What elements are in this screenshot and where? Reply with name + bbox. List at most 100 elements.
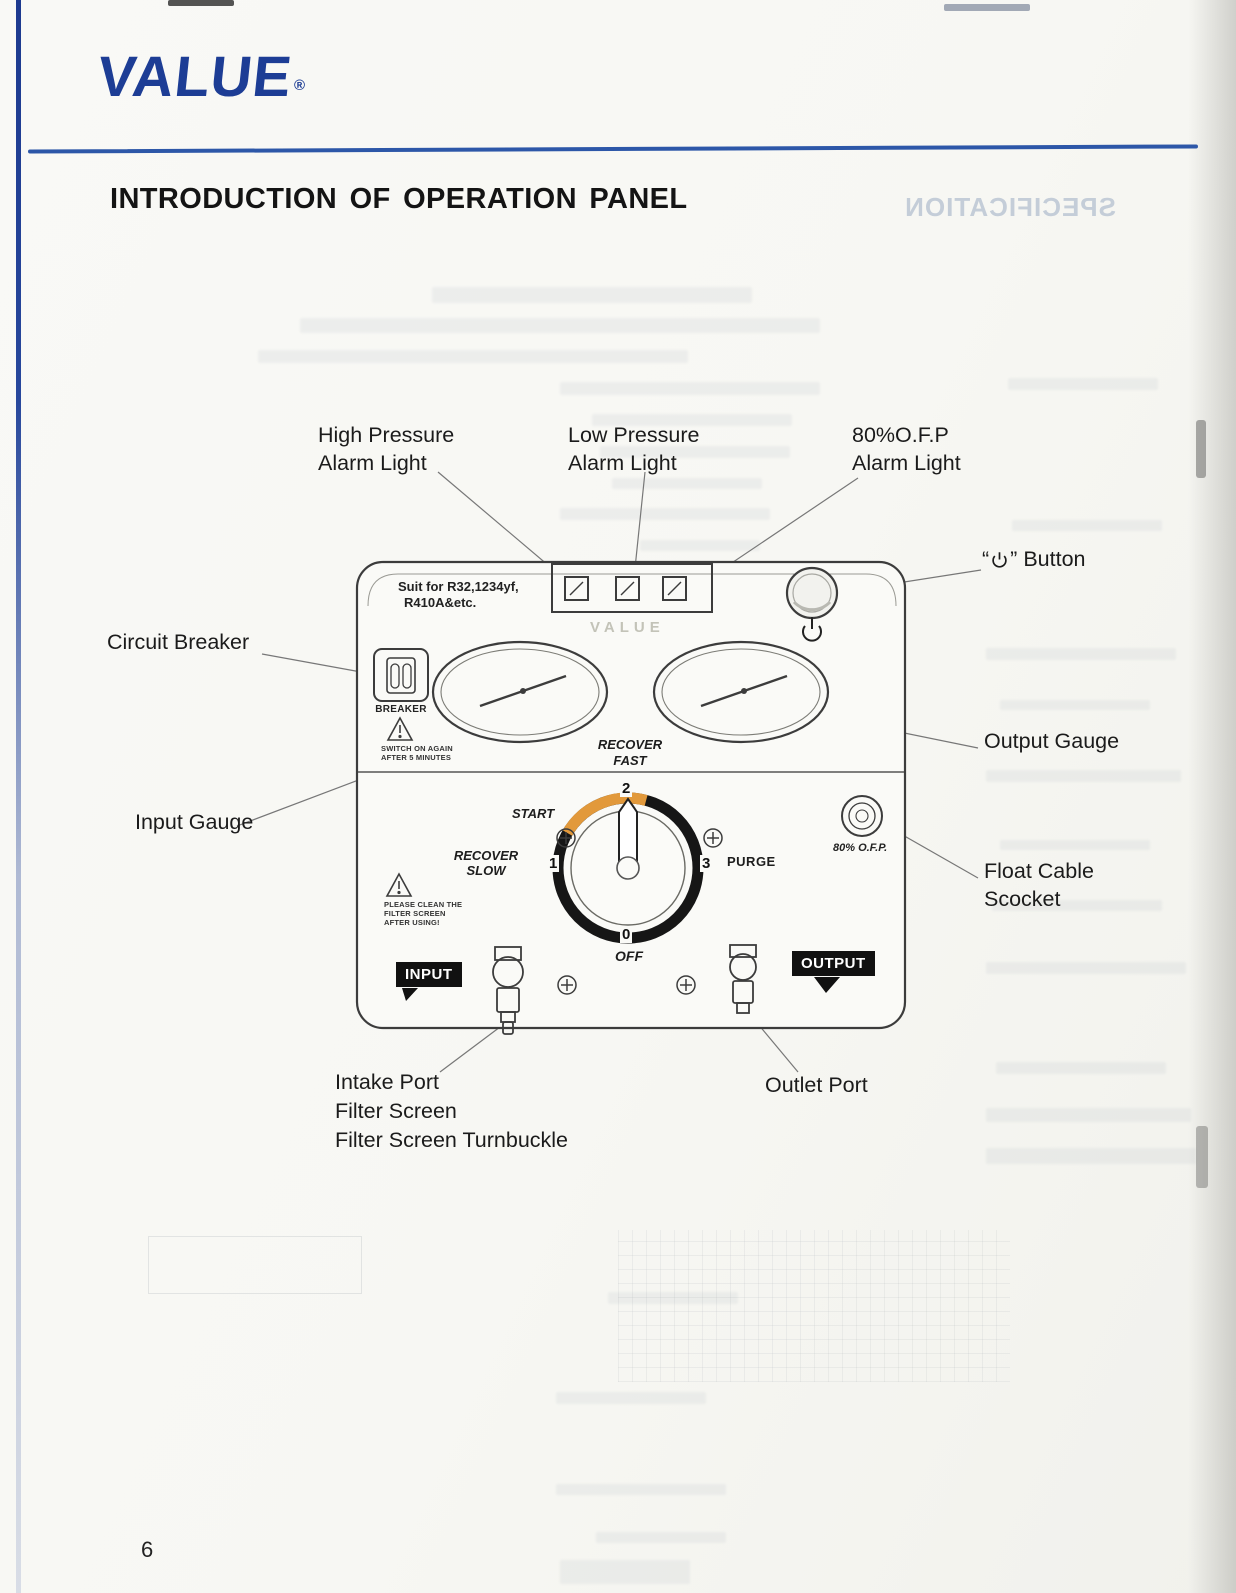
- bleed-artifact: [986, 1108, 1191, 1122]
- scan-mark: [1196, 420, 1206, 478]
- ofp-alarm-light: [662, 576, 687, 601]
- low-pressure-alarm-light: [615, 576, 640, 601]
- bleed-artifact: [556, 1392, 706, 1404]
- bleed-artifact: [560, 382, 820, 395]
- suit-line: Suit for R32,1234yf,: [398, 579, 519, 594]
- callout-line: Filter Screen: [335, 1099, 457, 1123]
- power-symbol-icon: [802, 617, 822, 642]
- warn-line: PLEASE CLEAN THE: [384, 900, 463, 909]
- scan-mark: [168, 0, 234, 6]
- screw-icons: [556, 828, 723, 995]
- callout-power-button: “ ” Button: [982, 545, 1086, 575]
- intake-port-drawing: [492, 946, 524, 1035]
- callout-input-gauge: Input Gauge: [135, 810, 254, 834]
- circuit-breaker-icon: [373, 648, 429, 702]
- bleed-artifact: [258, 350, 688, 363]
- panel-brand-logo: VALUE: [590, 619, 665, 636]
- knob-label-line: SLOW: [466, 863, 506, 878]
- bleed-artifact: [996, 1062, 1166, 1074]
- bleed-artifact: [432, 287, 752, 303]
- callout-float-cable: Float Cable Scocket: [984, 857, 1094, 913]
- output-tag-arrow: [814, 977, 840, 993]
- bleed-artifact: [612, 478, 762, 489]
- bleed-artifact: [618, 1230, 1010, 1382]
- bleed-artifact: [148, 1236, 362, 1294]
- recover-slow-label: RECOVER SLOW: [438, 848, 534, 878]
- knob-position-3: 3: [700, 855, 713, 872]
- bleed-artifact: [300, 318, 820, 333]
- mode-knob: [552, 792, 704, 944]
- knob-position-0: 0: [620, 926, 633, 943]
- recover-fast-label: RECOVER FAST: [578, 737, 682, 769]
- bleed-artifact: [608, 1292, 738, 1304]
- bleed-artifact: [556, 1484, 726, 1495]
- power-icon: [991, 547, 1008, 575]
- knob-label-line: RECOVER: [597, 737, 663, 752]
- callout-ofp: 80%O.F.P Alarm Light: [852, 421, 961, 477]
- registered-mark: ®: [293, 76, 306, 94]
- switch-warning-text: SWITCH ON AGAIN AFTER 5 MINUTES: [381, 744, 453, 762]
- callout-line: Alarm Light: [318, 451, 427, 475]
- callout-outlet: Outlet Port: [765, 1073, 868, 1097]
- bleed-artifact: [986, 770, 1181, 782]
- bleed-artifact: [1012, 520, 1162, 531]
- knob-label-line: FAST: [613, 753, 647, 768]
- page-number: 6: [141, 1537, 154, 1562]
- bleed-artifact: [1000, 700, 1150, 710]
- callout-output-gauge: Output Gauge: [984, 729, 1120, 753]
- callout-circuit-breaker: Circuit Breaker: [107, 630, 250, 654]
- purge-label: PURGE: [727, 854, 776, 869]
- callout-high-pressure: High Pressure Alarm Light: [318, 421, 454, 477]
- bleed-artifact: [986, 1148, 1196, 1164]
- warning-triangle-icon: [385, 716, 414, 897]
- knob-position-2: 2: [620, 780, 633, 797]
- scan-mark: [944, 4, 1030, 11]
- output-gauge-dial: [652, 640, 830, 744]
- quote-close: ”: [1010, 547, 1018, 571]
- output-tag: OUTPUT: [792, 951, 875, 976]
- power-button: [785, 566, 839, 620]
- bleed-artifact: [986, 962, 1186, 974]
- input-tag: INPUT: [396, 962, 462, 987]
- bleed-artifact: [592, 414, 792, 426]
- bleed-artifact: [640, 540, 760, 551]
- off-label: OFF: [615, 948, 643, 964]
- breaker-label: BREAKER: [375, 704, 427, 715]
- warn-line: SWITCH ON AGAIN: [381, 744, 453, 753]
- callout-line: Filter Screen Turnbuckle: [335, 1128, 569, 1152]
- warn-line: FILTER SCREEN: [384, 909, 446, 918]
- bleed-artifact: [1008, 378, 1158, 390]
- start-label: START: [512, 806, 555, 821]
- input-gauge-dial: [431, 640, 609, 744]
- callout-line: Alarm Light: [852, 451, 961, 475]
- clean-filter-warning-text: PLEASE CLEAN THE FILTER SCREEN AFTER USI…: [384, 900, 462, 927]
- ofp-socket-label: 80% O.F.P.: [833, 842, 888, 854]
- bleed-artifact: [600, 446, 790, 458]
- suit-for-text: Suit for R32,1234yf, R410A&etc.: [398, 579, 519, 611]
- callout-intake: Intake Port Filter Screen Filter Screen …: [335, 1068, 568, 1155]
- high-pressure-alarm-light: [564, 576, 589, 601]
- page-curl-shadow: [1188, 0, 1236, 1593]
- bleed-artifact: [560, 1560, 690, 1584]
- warn-line: AFTER 5 MINUTES: [381, 753, 452, 762]
- callout-line: Float Cable: [984, 859, 1094, 883]
- scan-mark: [1196, 1126, 1208, 1188]
- quote-open: “: [982, 547, 990, 571]
- callout-line: High Pressure: [318, 423, 455, 447]
- knob-position-1: 1: [547, 855, 560, 872]
- panel-inner-contour: [367, 573, 897, 607]
- callout-line: Button: [1023, 547, 1086, 571]
- float-cable-socket: [841, 795, 883, 837]
- callout-line: Scocket: [984, 887, 1061, 911]
- callout-line: 80%O.F.P: [852, 423, 949, 447]
- bleed-artifact: [560, 508, 770, 520]
- alarm-lights: [551, 563, 713, 613]
- callout-low-pressure: Low Pressure Alarm Light: [568, 421, 699, 477]
- bleed-artifact: [1000, 840, 1150, 850]
- callout-line: Alarm Light: [568, 451, 677, 475]
- callout-line: Low Pressure: [568, 423, 700, 447]
- binding-edge-line: [16, 0, 21, 1593]
- bleed-artifact: [986, 648, 1176, 660]
- bleed-artifact: [596, 1532, 726, 1543]
